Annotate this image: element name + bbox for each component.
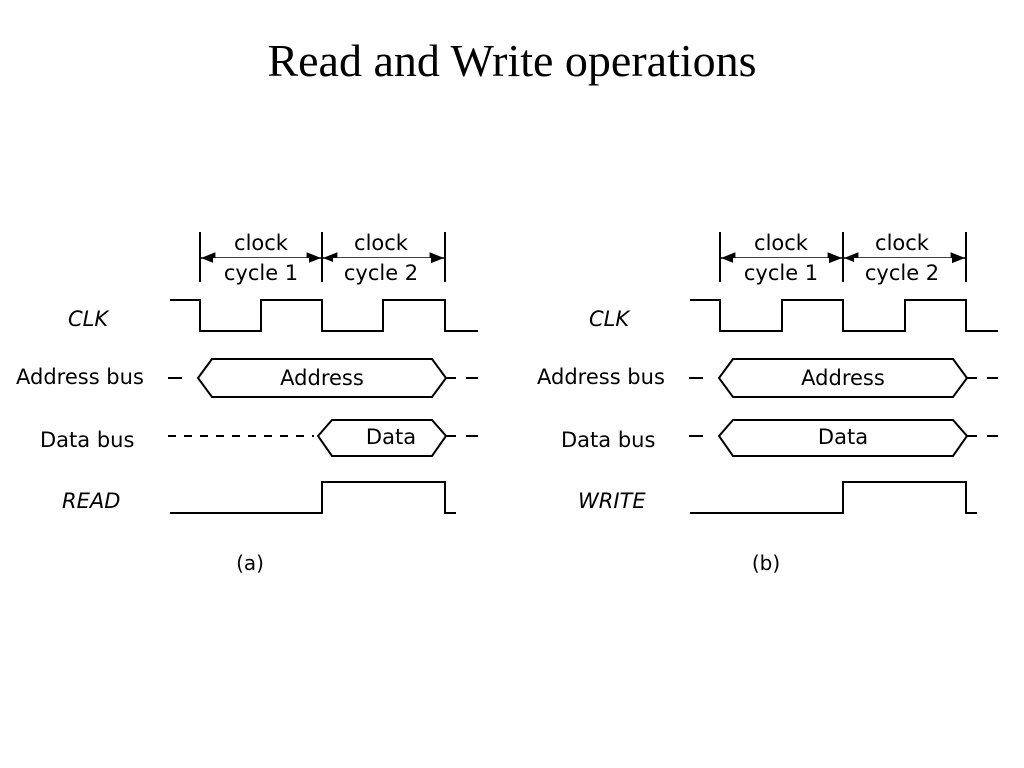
write-waveform xyxy=(690,481,977,514)
address-bus-label-b: Address bus xyxy=(537,365,665,389)
address-value-a: Address xyxy=(280,366,364,390)
cycle1-word-b: clock xyxy=(754,231,809,255)
read-waveform xyxy=(170,481,456,514)
timing-diagram-read: clock cycle 1 clock cycle 2 CLK Address … xyxy=(16,230,478,575)
clk-waveform-b xyxy=(690,299,998,332)
timing-diagram-write: clock cycle 1 clock cycle 2 CLK Address … xyxy=(537,230,998,575)
data-value-a: Data xyxy=(366,425,416,449)
write-label: WRITE xyxy=(578,489,646,513)
cycle2-label-b: cycle 2 xyxy=(865,261,939,285)
cycle2-word-a: clock xyxy=(354,231,409,255)
data-bus-label-a: Data bus xyxy=(40,428,134,452)
cycle1-label-b: cycle 1 xyxy=(744,261,818,285)
read-label: READ xyxy=(62,489,120,513)
clk-waveform-a xyxy=(170,299,478,332)
address-value-b: Address xyxy=(801,366,885,390)
clk-label-a: CLK xyxy=(68,307,110,331)
cycle1-word-a: clock xyxy=(234,231,289,255)
cycle2-label-a: cycle 2 xyxy=(344,261,418,285)
cycle1-label-a: cycle 1 xyxy=(224,261,298,285)
address-bus-label-a: Address bus xyxy=(16,365,144,389)
data-bus-label-b: Data bus xyxy=(561,428,655,452)
caption-a: (a) xyxy=(236,551,264,575)
data-value-b: Data xyxy=(818,425,868,449)
slide-title: Read and Write operations xyxy=(267,35,757,86)
cycle2-word-b: clock xyxy=(875,231,930,255)
clk-label-b: CLK xyxy=(589,307,631,331)
caption-b: (b) xyxy=(752,551,780,575)
